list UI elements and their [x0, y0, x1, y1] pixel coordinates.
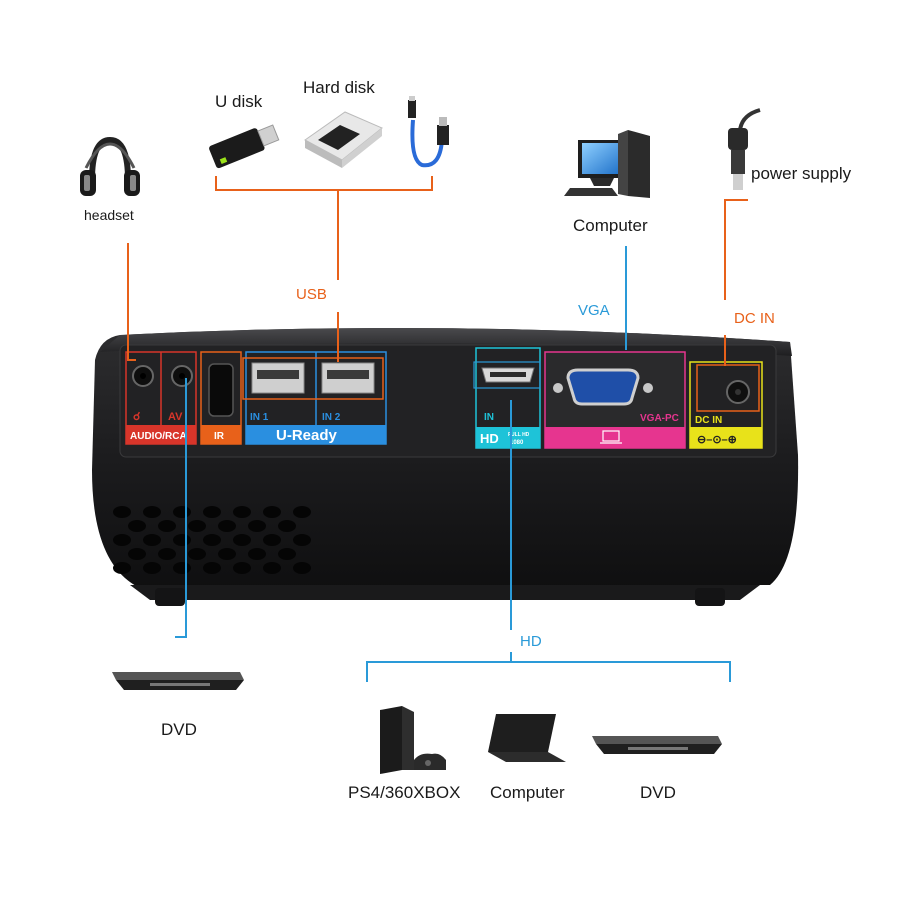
dc-highlight — [696, 364, 760, 412]
vent-hole — [143, 534, 161, 546]
hdmi-in-label: IN — [484, 412, 494, 423]
vent-hole — [188, 548, 206, 560]
vent-hole — [203, 562, 221, 574]
vent-hole — [188, 520, 206, 532]
u-disk-icon — [209, 124, 280, 169]
vent-hole — [218, 520, 236, 532]
ps4-icon — [380, 706, 446, 774]
vent-hole — [263, 534, 281, 546]
computer-top-label: Computer — [573, 216, 648, 235]
vent-hole — [173, 562, 191, 574]
dvd-player-right-icon — [592, 736, 722, 754]
headset-icon — [80, 136, 140, 196]
vent-hole — [278, 520, 296, 532]
vent-hole — [158, 548, 176, 560]
vga-pc-label: VGA-PC — [640, 413, 679, 424]
vent-hole — [248, 548, 266, 560]
u-disk-label: U disk — [215, 92, 263, 111]
u-ready-label: U-Ready — [276, 427, 338, 444]
vent-hole — [293, 534, 311, 546]
vent-hole — [128, 548, 146, 560]
dc-in-panel-label: DC IN — [695, 415, 722, 426]
usb-port-group: IN 1 IN 2 U-Ready — [245, 351, 387, 445]
usb-cable-icon — [408, 96, 449, 168]
ir-sensor — [208, 363, 234, 417]
vent-hole — [173, 534, 191, 546]
vent-hole — [248, 520, 266, 532]
headset-label: headset — [84, 207, 134, 223]
in2-label: IN 2 — [322, 412, 341, 423]
vent-hole — [203, 506, 221, 518]
ir-sensor-group: IR — [200, 351, 242, 445]
headphone-icon: ☌ — [133, 411, 141, 423]
vent-hole — [203, 534, 221, 546]
dvd-left-label: DVD — [161, 720, 197, 739]
vent-holes — [113, 506, 311, 574]
monitor-icon — [602, 430, 620, 442]
vent-hole — [293, 562, 311, 574]
vent-hole — [113, 506, 131, 518]
full-hd-logo: FULL HD — [508, 432, 530, 438]
hdmi-port-group: IN HD FULL HD 1080 — [475, 347, 541, 449]
vent-hole — [128, 520, 146, 532]
usb-highlight — [242, 357, 384, 400]
hd-logo: HD — [480, 431, 499, 446]
computer-icon-top — [564, 130, 650, 198]
vent-hole — [293, 506, 311, 518]
vent-hole — [263, 562, 281, 574]
res-1080-logo: 1080 — [510, 440, 524, 446]
vga-port-group: VGA-PC — [544, 351, 686, 449]
vent-hole — [143, 506, 161, 518]
audio-rca-label: AUDIO/RCA — [130, 431, 187, 442]
vent-hole — [278, 548, 296, 560]
connection-lines — [127, 176, 748, 682]
projector-body — [92, 327, 799, 606]
in1-label: IN 1 — [250, 412, 269, 423]
vent-hole — [263, 506, 281, 518]
power-plug-icon — [728, 108, 761, 190]
computer-hd-label: Computer — [490, 783, 565, 802]
av-label: AV — [168, 411, 183, 423]
vent-hole — [233, 534, 251, 546]
laptop-icon — [488, 714, 566, 762]
vga-port[interactable] — [566, 368, 640, 406]
vent-hole — [218, 548, 236, 560]
ir-label: IR — [214, 431, 225, 442]
vent-hole — [173, 506, 191, 518]
dvd-right-label: DVD — [640, 783, 676, 802]
vent-hole — [113, 562, 131, 574]
vent-hole — [143, 562, 161, 574]
ps4-label: PS4/360XBOX — [348, 783, 461, 802]
vga-connection-label: VGA — [578, 302, 610, 319]
vent-hole — [233, 562, 251, 574]
vent-hole — [158, 520, 176, 532]
polarity-icon: ⊖–⊙–⊕ — [697, 434, 737, 446]
power-supply-label: power supply — [751, 164, 852, 183]
dc-in-connection-label: DC IN — [734, 310, 775, 327]
dc-in-port-group: DC IN ⊖–⊙–⊕ — [689, 361, 763, 449]
usb-connection-label: USB — [296, 286, 327, 303]
vent-hole — [233, 506, 251, 518]
hard-disk-label: Hard disk — [303, 78, 375, 97]
hd-connection-label: HD — [520, 633, 542, 650]
hard-disk-icon — [304, 111, 383, 168]
dvd-player-left-icon — [112, 672, 244, 690]
vent-hole — [113, 534, 131, 546]
